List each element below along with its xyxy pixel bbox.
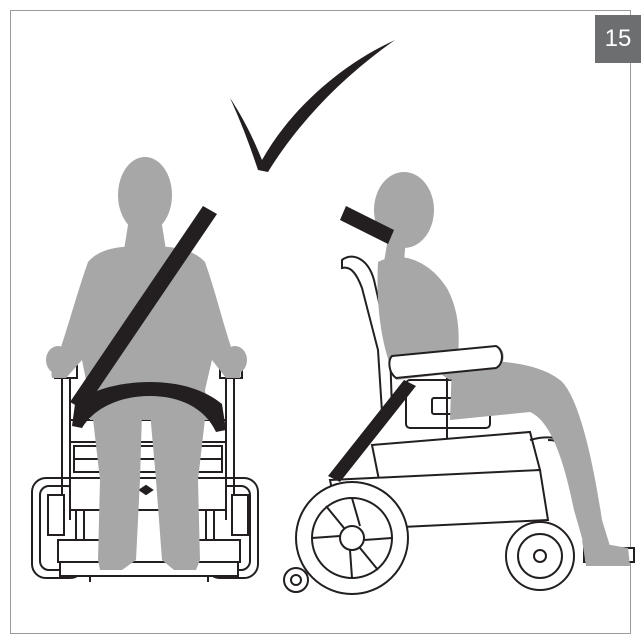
page-number-badge: 15 bbox=[595, 15, 641, 63]
checkmark-icon bbox=[230, 40, 395, 172]
